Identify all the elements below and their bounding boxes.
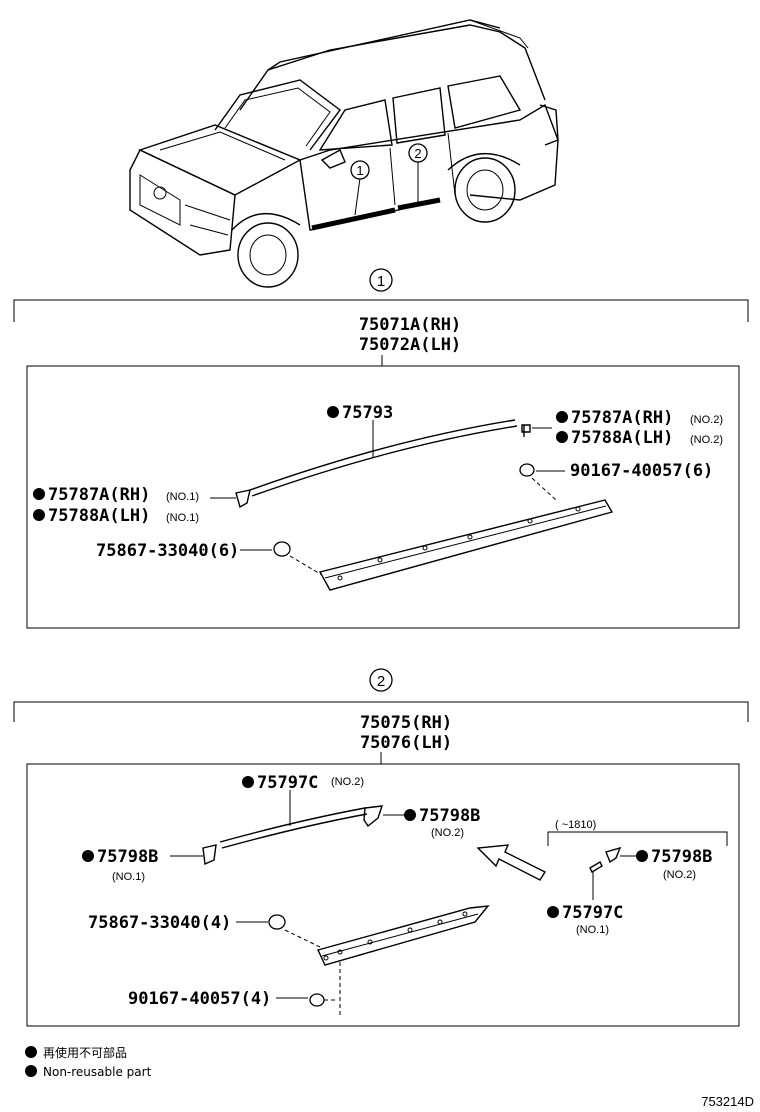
- group1-callout-label: 1: [377, 273, 385, 290]
- range-bracket: [547, 831, 728, 846]
- clip-90167: [519, 463, 535, 477]
- part-75867-g2-label: 75867-33040(4): [88, 913, 231, 933]
- part-90167-g2-label: 90167-40057(4): [128, 989, 271, 1009]
- part-75797c-no1-tag: (NO.1): [576, 924, 609, 936]
- car-callout-2-label: 2: [414, 146, 421, 161]
- car-callout-1-label: 1: [356, 163, 363, 178]
- non-reusable-dot: [556, 411, 568, 423]
- non-reusable-dot: [636, 850, 648, 862]
- non-reusable-dot: [547, 906, 559, 918]
- group2-callout-label: 2: [377, 673, 385, 690]
- group2-assy-rh: 75075(RH): [360, 713, 452, 733]
- range-note: ( ~1810): [555, 819, 596, 831]
- legend-dot-jp: [25, 1046, 37, 1058]
- group1-assy-lh: 75072A(LH): [359, 335, 461, 355]
- part-75788a-no1-label: 75788A(LH): [48, 506, 150, 526]
- part-75787a-no2-label: 75787A(RH): [571, 408, 673, 428]
- clip-75867-g2: [268, 914, 286, 930]
- clip-90167-g2: [309, 993, 325, 1007]
- part-75798b-no1-tag: (NO.1): [112, 871, 145, 883]
- part-75793-label: 75793: [342, 403, 393, 423]
- legend-jp: 再使用不可部品: [43, 1045, 127, 1060]
- non-reusable-dot: [33, 509, 45, 521]
- group1-bracket: [13, 299, 749, 322]
- part-75798b-no2-mid-label: 75798B: [419, 806, 480, 826]
- lower-moulding-2: [317, 905, 490, 966]
- diagram-code: 753214D: [701, 1094, 754, 1109]
- part-75798b-no2-mid-tag: (NO.2): [431, 827, 464, 839]
- group1-callout: [369, 268, 393, 292]
- lower-moulding-1: [318, 499, 614, 591]
- group1-assy-rh: 75071A(RH): [359, 315, 461, 335]
- part-75788a-no2-tag: (NO.2): [690, 434, 723, 446]
- part-75798b-no1-label: 75798B: [97, 847, 158, 867]
- non-reusable-dot: [327, 406, 339, 418]
- part-75798b-no2-right-label: 75798B: [651, 847, 712, 867]
- part-75797c-no2-tag: (NO.2): [331, 776, 364, 788]
- direction-arrow: [476, 844, 547, 881]
- group1-frame: [26, 365, 740, 629]
- non-reusable-dot: [242, 776, 254, 788]
- legend-dot-en: [25, 1065, 37, 1077]
- clip-75867: [273, 541, 291, 557]
- car-callout-1: [350, 160, 370, 180]
- non-reusable-dot: [82, 850, 94, 862]
- part-75797c-no1-label: 75797C: [562, 903, 623, 923]
- group2-bracket: [13, 701, 749, 722]
- part-75797c-no2-label: 75797C: [257, 773, 318, 793]
- non-reusable-dot: [556, 431, 568, 443]
- part-75787a-no1-label: 75787A(RH): [48, 485, 150, 505]
- vehicle-illustration: [129, 19, 559, 288]
- part-75798b-no2-right-tag: (NO.2): [663, 869, 696, 881]
- part-75788a-no2-label: 75788A(LH): [571, 428, 673, 448]
- non-reusable-dot: [33, 488, 45, 500]
- group2-callout: [369, 668, 393, 692]
- part-75787a-no2-tag: (NO.2): [690, 414, 723, 426]
- non-reusable-dot: [404, 809, 416, 821]
- group2-frame: [26, 763, 740, 1027]
- part-75788a-no1-tag: (NO.1): [166, 512, 199, 524]
- group2-assy-lh: 75076(LH): [360, 733, 452, 753]
- part-75797c-strip: [219, 807, 366, 843]
- car-callout-2: [408, 143, 428, 163]
- part-75793-strip: [249, 419, 516, 491]
- part-90167-label: 90167-40057(6): [570, 461, 713, 481]
- legend-en: Non-reusable part: [43, 1065, 152, 1079]
- part-75867-label: 75867-33040(6): [96, 541, 239, 561]
- part-75787a-no1-tag: (NO.1): [166, 491, 199, 503]
